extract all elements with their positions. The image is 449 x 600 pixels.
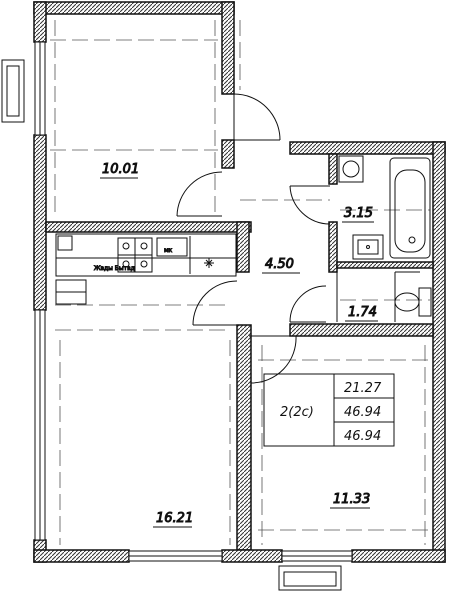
room-labels: 10.01 3.15 4.50 1.74 16.21 11.33: [100, 162, 378, 528]
balcony-left-inner: [6, 65, 20, 117]
living-area: 21.27: [344, 381, 382, 396]
fixtures: [336, 155, 432, 322]
wall-bath-left-lower: [328, 221, 338, 273]
toilet-bowl-icon: [394, 292, 420, 312]
room-area-bathroom: 3.15: [344, 206, 373, 221]
wall-left-mid: [33, 134, 47, 311]
room-area-living: 16.21: [156, 511, 193, 526]
door-hall-arc: [176, 171, 223, 217]
washing-machine-icon: [338, 155, 364, 183]
wall-top: [33, 1, 235, 15]
door-bath-arc: [289, 185, 331, 225]
wall-left-upper: [33, 1, 47, 43]
wall-bedroom-left: [236, 324, 252, 551]
walls: [33, 1, 446, 563]
summary-table: 2(2c) 21.27 46.94 46.94: [263, 373, 395, 447]
wall-bedroom-top: [289, 323, 434, 337]
doors: [176, 93, 331, 384]
wall-bottom-right: [351, 549, 446, 563]
kitchen: мк Жвды Бытвд: [55, 233, 237, 305]
vent-icon: [204, 258, 214, 268]
bathtub-icon: [389, 157, 431, 259]
door-toilet-arc: [289, 285, 327, 323]
wall-bath-toilet: [336, 261, 434, 269]
sink-kitchen-icon: [57, 235, 73, 251]
total-area: 46.94: [344, 405, 381, 420]
apartment-type: 2(2c): [280, 405, 314, 420]
total-area-2: 46.94: [344, 429, 381, 444]
kitchen-counter: [55, 233, 237, 277]
door-bedroom-arc: [250, 335, 297, 384]
microwave-icon: [156, 237, 188, 257]
room-area-toilet: 1.74: [348, 305, 377, 320]
sink-icon: [352, 234, 384, 260]
wall-kitchen-top: [45, 221, 252, 233]
wall-bottom-mid: [221, 549, 283, 563]
wall-right: [432, 141, 446, 563]
counter-text: Жвды Бытвд: [94, 265, 135, 272]
room-area-top: 10.01: [102, 162, 139, 177]
wall-bottom-left: [33, 549, 130, 563]
door-kitchen-arc: [192, 280, 238, 326]
wall-bath-top: [289, 141, 446, 155]
dashed-lines: [50, 20, 430, 545]
wall-kitchen-right: [236, 221, 250, 273]
toilet-tank-icon: [418, 287, 432, 317]
wall-bath-left: [328, 153, 338, 185]
appliance-label: мк: [164, 247, 173, 254]
wall-top-room-right-lower: [221, 139, 235, 169]
windows: [1, 41, 353, 591]
room-area-hallway: 4.50: [265, 257, 294, 272]
balcony-bottom-inner: [283, 571, 337, 587]
room-area-bedroom: 11.33: [333, 492, 370, 507]
wall-top-room-right: [221, 1, 235, 95]
wall-frame-lines: [46, 13, 433, 551]
